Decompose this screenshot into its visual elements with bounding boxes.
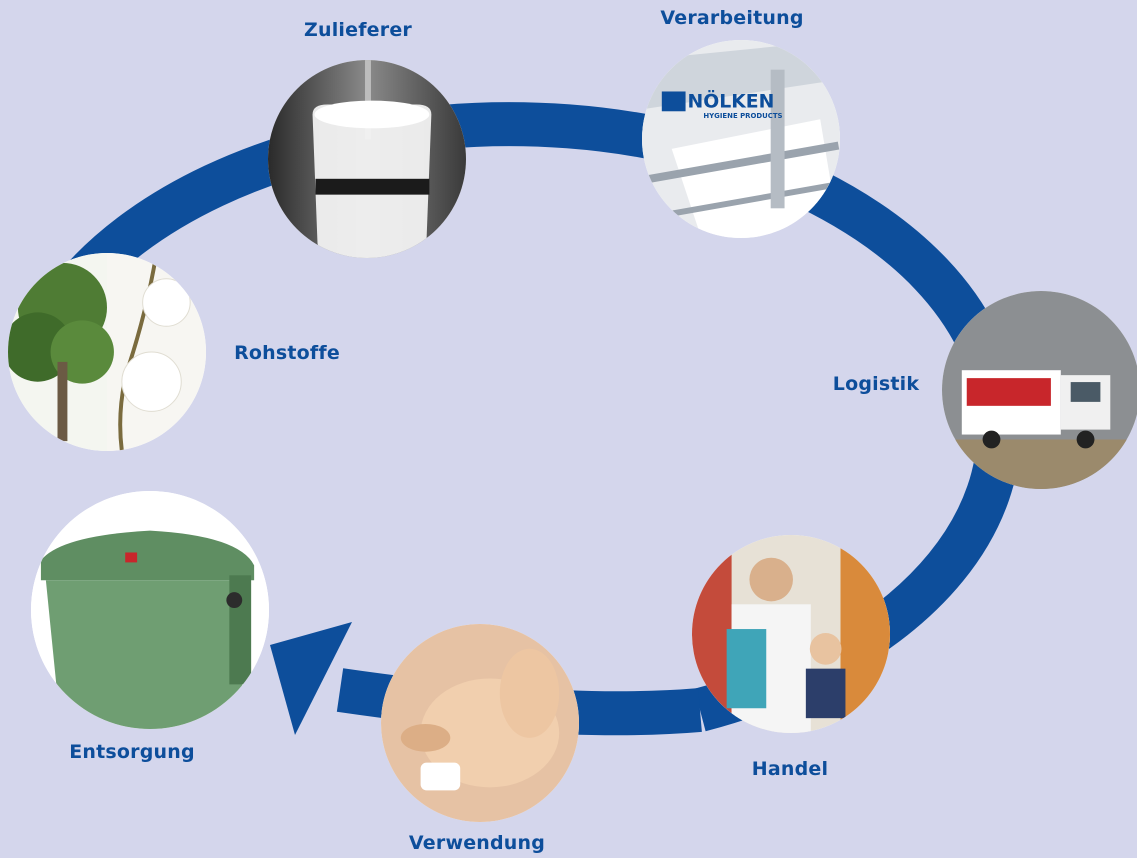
label-zulieferer: Zulieferer <box>304 19 412 41</box>
truck-icon <box>942 291 1137 489</box>
shopping-icon <box>692 535 890 733</box>
waste-bin-icon <box>31 491 269 729</box>
tree-cotton-icon <box>8 253 206 451</box>
label-verwendung: Verwendung <box>408 832 546 854</box>
baby-diaper-icon <box>381 624 579 822</box>
logo-tagline: HYGIENE PRODUCTS <box>703 112 782 120</box>
logo-name: NÖLKEN <box>688 88 775 112</box>
label-rohstoffe: Rohstoffe <box>234 342 340 364</box>
cycle-arrow-head <box>270 622 352 735</box>
zulieferer-image <box>268 60 466 258</box>
paper-machine-icon: NÖLKEN HYGIENE PRODUCTS <box>642 40 840 238</box>
logistik-image <box>942 291 1137 489</box>
rohstoffe-image <box>8 253 206 451</box>
verwendung-image <box>381 624 579 822</box>
handel-image <box>692 535 890 733</box>
beaker-icon <box>268 60 466 258</box>
label-logistik: Logistik <box>832 373 920 395</box>
label-handel: Handel <box>751 758 829 780</box>
entsorgung-image <box>31 491 269 729</box>
verarbeitung-image: NÖLKEN HYGIENE PRODUCTS <box>642 40 840 238</box>
label-entsorgung: Entsorgung <box>69 741 195 763</box>
label-verarbeitung: Verarbeitung <box>660 7 804 29</box>
